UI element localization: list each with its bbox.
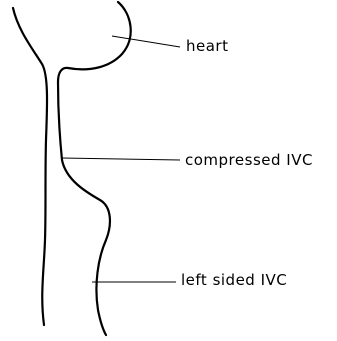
- compressed-ivc-label: compressed IVC: [185, 153, 313, 168]
- left-sided-ivc-label: left sided IVC: [181, 273, 287, 288]
- heart-leader-line: [112, 36, 180, 47]
- vessel-left-wall: [13, 8, 47, 325]
- heart-outline: [58, 2, 131, 82]
- heart-label: heart: [186, 39, 228, 54]
- compressed-ivc-leader-line: [62, 158, 180, 160]
- vessel-right-wall: [58, 82, 110, 335]
